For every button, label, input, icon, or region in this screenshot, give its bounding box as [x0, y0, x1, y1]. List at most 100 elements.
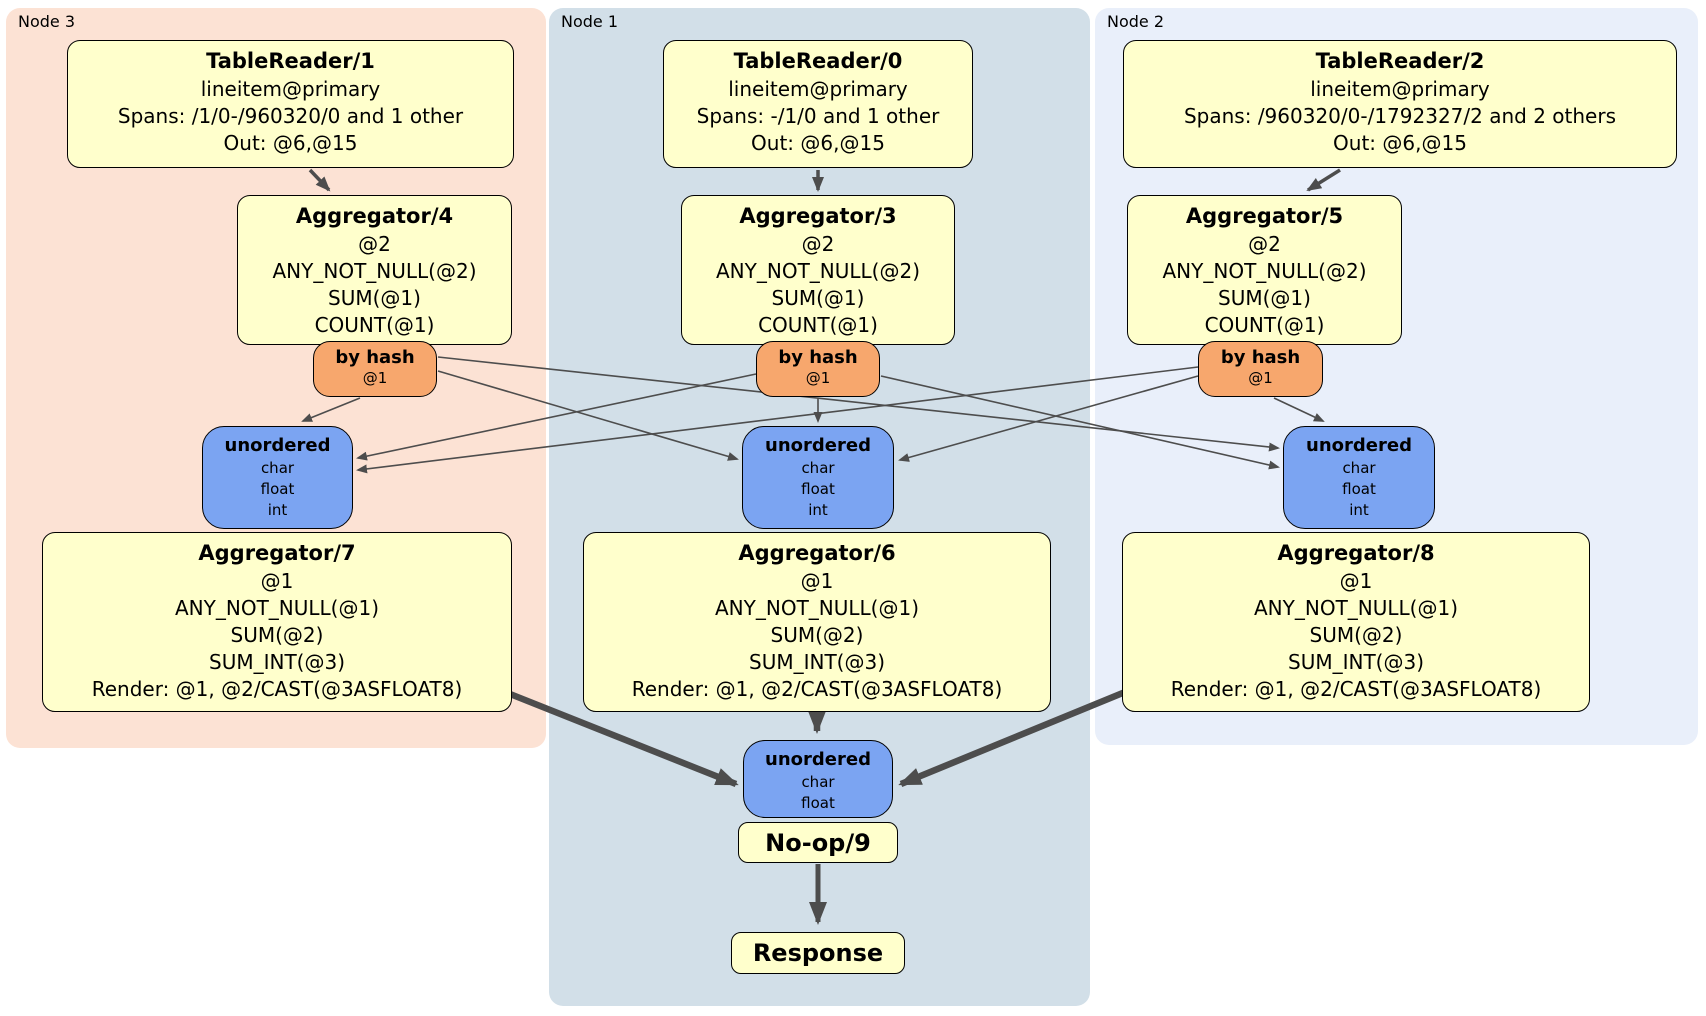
node1-label: Node 1	[561, 12, 619, 31]
agg-fn-line: ANY_NOT_NULL(@2)	[272, 259, 477, 283]
edge-router3-sync1	[437, 370, 739, 461]
agg-render-line: Render: @1, @2/CAST(@3ASFLOAT8)	[91, 677, 463, 701]
sync-type: int	[808, 501, 828, 519]
sync-type: float	[801, 480, 835, 498]
processor-spans-line: Spans: -/1/0 and 1 other	[696, 104, 940, 128]
processor-index-line: lineitem@primary	[1310, 77, 1490, 101]
agg-render-line: Render: @1, @2/CAST(@3ASFLOAT8)	[631, 677, 1003, 701]
sync-title: unordered	[224, 435, 331, 456]
agg-fn-line: ANY_NOT_NULL(@1)	[715, 596, 919, 620]
agg-fn-line: SUM_INT(@3)	[209, 650, 345, 674]
agg-fn-line: SUM_INT(@3)	[749, 650, 885, 674]
agg-fn-line: SUM(@1)	[328, 286, 421, 310]
sync-type: float	[801, 794, 835, 812]
tablereader1-box: TableReader/1 lineitem@primary Spans: /1…	[67, 40, 514, 168]
sync-type: float	[1342, 480, 1376, 498]
agg-group-line: @2	[358, 232, 391, 256]
byhash-router-node1: by hash @1	[756, 341, 880, 397]
processor-title: Aggregator/7	[198, 541, 356, 565]
edge-router1-sync2	[880, 375, 1280, 470]
sync-title: unordered	[765, 435, 871, 456]
router-hash-column: @1	[805, 369, 831, 387]
edge-tr2-agg5	[1306, 168, 1341, 192]
agg-fn-line: COUNT(@1)	[314, 313, 435, 337]
agg-fn-line: ANY_NOT_NULL(@1)	[175, 596, 379, 620]
agg-group-line: @1	[260, 569, 294, 593]
agg-fn-line: ANY_NOT_NULL(@2)	[1162, 259, 1367, 283]
processor-title: Aggregator/3	[739, 204, 897, 228]
agg-group-line: @1	[800, 569, 834, 593]
agg-group-line: @2	[801, 232, 835, 256]
edge-agg8-finalsync	[898, 686, 1132, 788]
edge-tr1-agg4	[308, 168, 331, 192]
sync-title: unordered	[765, 749, 871, 770]
aggregator4-box: Aggregator/4 @2 ANY_NOT_NULL(@2) SUM(@1)…	[237, 195, 512, 345]
router-title: by hash	[778, 347, 858, 368]
agg-group-line: @2	[1248, 232, 1281, 256]
router-hash-column: @1	[1248, 369, 1273, 387]
agg-fn-line: SUM(@2)	[770, 623, 864, 647]
processor-spans-line: Spans: /960320/0-/1792327/2 and 2 others	[1183, 104, 1616, 128]
agg-fn-line: SUM_INT(@3)	[1288, 650, 1424, 674]
processor-title: Aggregator/6	[738, 541, 896, 565]
edge-agg7-finalsync	[498, 686, 739, 788]
agg-fn-line: ANY_NOT_NULL(@2)	[716, 259, 920, 283]
router-title: by hash	[335, 347, 415, 368]
processor-out-line: Out: @6,@15	[1333, 131, 1467, 155]
aggregator3-box: Aggregator/3 @2 ANY_NOT_NULL(@2) SUM(@1)…	[681, 195, 955, 345]
processor-index-line: lineitem@primary	[728, 77, 908, 101]
router-title: by hash	[1220, 347, 1301, 368]
sync-type: float	[260, 480, 295, 498]
noop-box: No-op/9	[738, 822, 898, 863]
edge-router1-sync3	[356, 373, 757, 461]
agg-fn-line: SUM(@1)	[771, 286, 865, 310]
processor-title: Response	[752, 939, 884, 967]
agg-fn-line: ANY_NOT_NULL(@1)	[1254, 596, 1458, 620]
processor-index-line: lineitem@primary	[200, 77, 381, 101]
agg-fn-line: COUNT(@1)	[758, 313, 878, 337]
byhash-router-node3: by hash @1	[313, 341, 437, 397]
processor-title: Aggregator/5	[1185, 204, 1344, 228]
agg-render-line: Render: @1, @2/CAST(@3ASFLOAT8)	[1170, 677, 1542, 701]
processor-title: TableReader/2	[1315, 49, 1485, 73]
unordered-sync-node3: unordered char float int	[202, 426, 353, 529]
sync-type: char	[1342, 459, 1376, 477]
tablereader0-box: TableReader/0 lineitem@primary Spans: -/…	[663, 40, 973, 168]
processor-title: Aggregator/8	[1277, 541, 1435, 565]
agg-fn-line: SUM(@2)	[230, 623, 324, 647]
edge-router2-sync2	[1273, 397, 1325, 422]
tablereader2-box: TableReader/2 lineitem@primary Spans: /9…	[1123, 40, 1677, 168]
aggregator5-box: Aggregator/5 @2 ANY_NOT_NULL(@2) SUM(@1)…	[1127, 195, 1402, 345]
processor-out-line: Out: @6,@15	[751, 131, 885, 155]
node3-label: Node 3	[18, 12, 76, 31]
processor-title: TableReader/1	[206, 49, 375, 73]
sync-type: char	[801, 459, 835, 477]
unordered-sync-node1: unordered char float int	[742, 426, 894, 529]
edge-router2-sync3	[356, 366, 1199, 474]
aggregator7-box: Aggregator/7 @1 ANY_NOT_NULL(@1) SUM(@2)…	[42, 532, 512, 712]
aggregator6-box: Aggregator/6 @1 ANY_NOT_NULL(@1) SUM(@2)…	[583, 532, 1051, 712]
unordered-sync-node2: unordered char float int	[1283, 426, 1435, 529]
sync-type: char	[801, 773, 835, 791]
processor-title: No-op/9	[765, 829, 871, 857]
processor-spans-line: Spans: /1/0-/960320/0 and 1 other	[117, 104, 464, 128]
agg-fn-line: SUM(@2)	[1309, 623, 1403, 647]
processor-title: TableReader/0	[733, 49, 903, 73]
processor-out-line: Out: @6,@15	[223, 131, 358, 155]
agg-group-line: @1	[1339, 569, 1373, 593]
byhash-router-node2: by hash @1	[1198, 341, 1323, 397]
unordered-sync-final: unordered char float	[743, 740, 893, 818]
edge-router3-sync2	[437, 356, 1280, 452]
aggregator8-box: Aggregator/8 @1 ANY_NOT_NULL(@1) SUM(@2)…	[1122, 532, 1590, 712]
sync-type: int	[1349, 501, 1369, 519]
response-box: Response	[731, 932, 905, 974]
processor-title: Aggregator/4	[295, 204, 454, 228]
sync-type: int	[267, 501, 288, 519]
edge-router3-sync3	[301, 397, 361, 422]
router-hash-column: @1	[362, 369, 388, 387]
sync-type: char	[260, 459, 295, 477]
node2-label: Node 2	[1107, 12, 1165, 31]
edge-router2-sync1	[898, 375, 1199, 462]
agg-fn-line: COUNT(@1)	[1204, 313, 1325, 337]
